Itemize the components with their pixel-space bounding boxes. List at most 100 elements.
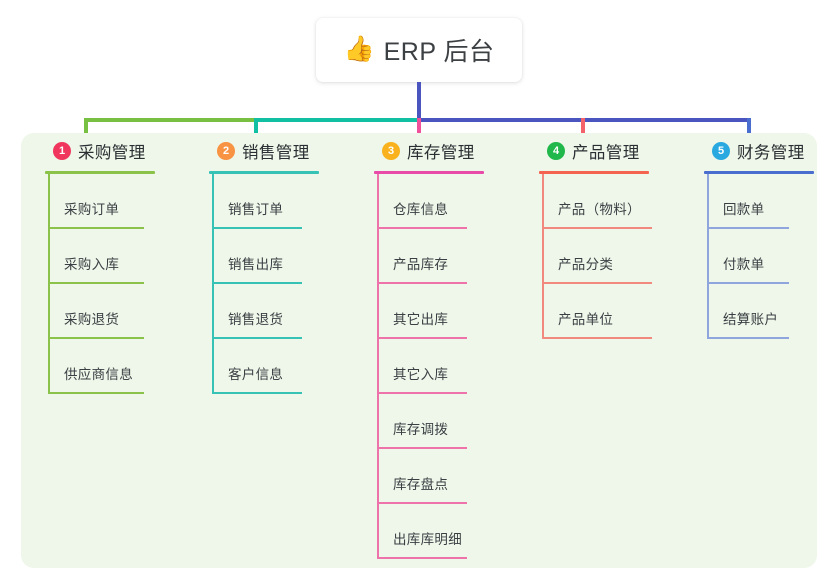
- list-item-label: 库存盘点: [393, 477, 449, 492]
- list-item[interactable]: 其它入库: [365, 339, 484, 394]
- item-spine-line: [212, 284, 214, 339]
- item-underline: [707, 227, 789, 229]
- column-number-badge: 4: [547, 142, 565, 160]
- bar-segment-green: [84, 118, 256, 122]
- column-title: 采购管理: [78, 144, 146, 162]
- item-spine-line: [377, 394, 379, 449]
- column-items: 采购订单采购入库采购退货供应商信息: [36, 174, 155, 394]
- list-item[interactable]: 仓库信息: [365, 174, 484, 229]
- item-underline: [212, 227, 302, 229]
- item-underline: [542, 227, 652, 229]
- list-item[interactable]: 产品库存: [365, 229, 484, 284]
- item-spine-line: [377, 339, 379, 394]
- column-number-badge: 2: [217, 142, 235, 160]
- bar-segment-teal: [254, 118, 419, 122]
- item-spine-line: [48, 229, 50, 284]
- column-underline: [209, 171, 319, 174]
- root-title-card[interactable]: 👍 ERP 后台: [316, 18, 522, 82]
- item-spine-line: [212, 174, 214, 229]
- item-underline: [542, 337, 652, 339]
- list-item[interactable]: 客户信息: [200, 339, 319, 394]
- list-item[interactable]: 回款单: [695, 174, 814, 229]
- item-underline: [377, 447, 467, 449]
- list-item[interactable]: 其它出库: [365, 284, 484, 339]
- item-spine-line: [707, 229, 709, 284]
- list-item-label: 产品（物料）: [558, 202, 641, 217]
- list-item[interactable]: 销售出库: [200, 229, 319, 284]
- item-spine-line: [377, 229, 379, 284]
- item-underline: [212, 337, 302, 339]
- column-header[interactable]: 4 产品管理: [530, 133, 649, 169]
- list-item[interactable]: 销售退货: [200, 284, 319, 339]
- item-underline: [542, 282, 652, 284]
- item-underline: [48, 392, 144, 394]
- item-spine-line: [377, 174, 379, 229]
- list-item[interactable]: 采购退货: [36, 284, 155, 339]
- column-title: 库存管理: [407, 144, 475, 162]
- item-underline: [48, 227, 144, 229]
- list-item-label: 采购退货: [64, 312, 120, 327]
- list-item-label: 其它出库: [393, 312, 449, 327]
- item-spine-line: [377, 284, 379, 339]
- list-item[interactable]: 库存盘点: [365, 449, 484, 504]
- item-spine-line: [212, 339, 214, 394]
- list-item-label: 结算账户: [723, 312, 779, 327]
- item-spine-line: [48, 339, 50, 394]
- list-item-label: 产品单位: [558, 312, 614, 327]
- trunk-line: [417, 82, 421, 118]
- column-title: 产品管理: [572, 144, 640, 162]
- list-item[interactable]: 付款单: [695, 229, 814, 284]
- list-item-label: 回款单: [723, 202, 765, 217]
- item-spine-line: [212, 229, 214, 284]
- item-underline: [377, 557, 467, 559]
- list-item[interactable]: 销售订单: [200, 174, 319, 229]
- list-item[interactable]: 采购入库: [36, 229, 155, 284]
- list-item[interactable]: 结算账户: [695, 284, 814, 339]
- list-item[interactable]: 采购订单: [36, 174, 155, 229]
- list-item-label: 采购订单: [64, 202, 120, 217]
- list-item[interactable]: 库存调拨: [365, 394, 484, 449]
- list-item-label: 付款单: [723, 257, 765, 272]
- list-item[interactable]: 产品单位: [530, 284, 652, 339]
- list-item-label: 供应商信息: [64, 367, 133, 382]
- item-underline: [707, 337, 789, 339]
- list-item[interactable]: 供应商信息: [36, 339, 155, 394]
- column-采购管理: 1 采购管理采购订单采购入库采购退货供应商信息: [36, 133, 155, 394]
- item-spine-line: [707, 174, 709, 229]
- column-underline: [704, 171, 814, 174]
- item-underline: [377, 337, 467, 339]
- root-title-text: ERP 后台: [383, 38, 495, 66]
- column-underline: [539, 171, 649, 174]
- list-item[interactable]: 产品（物料）: [530, 174, 652, 229]
- list-item[interactable]: 产品分类: [530, 229, 652, 284]
- column-number-badge: 3: [382, 142, 400, 160]
- list-item-label: 客户信息: [228, 367, 284, 382]
- item-spine-line: [542, 229, 544, 284]
- column-number-badge: 1: [53, 142, 71, 160]
- list-item-label: 销售订单: [228, 202, 284, 217]
- column-产品管理: 4 产品管理产品（物料） 产品分类产品单位: [530, 133, 652, 339]
- list-item-label: 销售出库: [228, 257, 284, 272]
- list-item-label: 产品库存: [393, 257, 449, 272]
- column-items: 产品（物料） 产品分类产品单位: [530, 174, 652, 339]
- column-库存管理: 3 库存管理仓库信息产品库存其它出库其它入库库存调拨库存盘点出库库明细: [365, 133, 484, 559]
- item-underline: [48, 337, 144, 339]
- item-underline: [377, 392, 467, 394]
- item-underline: [212, 392, 302, 394]
- column-underline: [45, 171, 155, 174]
- item-spine-line: [48, 284, 50, 339]
- item-underline: [377, 227, 467, 229]
- column-underline: [374, 171, 484, 174]
- column-header[interactable]: 1 采购管理: [36, 133, 155, 169]
- column-header[interactable]: 3 库存管理: [365, 133, 484, 169]
- list-item[interactable]: 出库库明细: [365, 504, 484, 559]
- item-spine-line: [377, 504, 379, 559]
- item-underline: [377, 502, 467, 504]
- item-underline: [377, 282, 467, 284]
- item-underline: [707, 282, 789, 284]
